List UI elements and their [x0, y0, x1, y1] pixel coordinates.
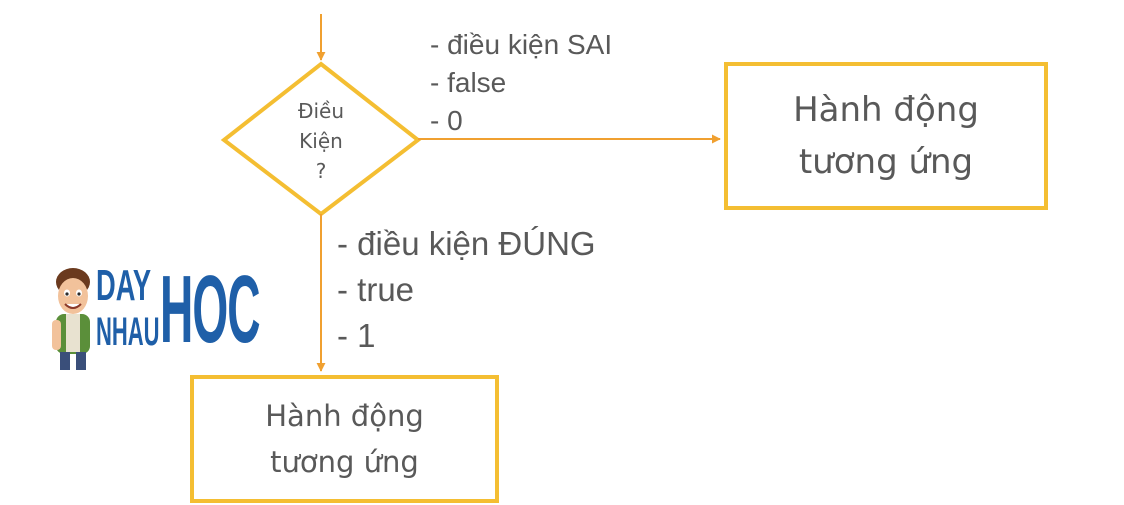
logo-word-day: DAY — [96, 261, 152, 310]
decision-line: Điều — [297, 99, 345, 123]
action-box-line: Hành động — [265, 399, 424, 433]
decision-line: ? — [315, 159, 327, 183]
false-branch-labels: - điều kiện SAI - false - 0 — [430, 26, 612, 140]
true-branch-labels: - điều kiện ĐÚNG - true - 1 — [337, 221, 596, 359]
action-box-false: Hành động tương ứng — [724, 62, 1048, 210]
decision-label: Điều Kiện ? — [260, 96, 382, 186]
true-branch-line: - 1 — [337, 317, 376, 354]
true-branch-line: - true — [337, 271, 415, 308]
dayhoc-logo: DAY NHAU HOC — [46, 262, 278, 370]
true-branch-line: - điều kiện ĐÚNG — [337, 225, 596, 262]
false-branch-line: - 0 — [430, 105, 463, 136]
false-branch-line: - false — [430, 67, 507, 98]
logo-word-hoc: HOC — [160, 256, 260, 363]
action-box-line: Hành động — [793, 90, 979, 130]
action-box-true: Hành động tương ứng — [190, 375, 499, 503]
mascot-icon — [52, 268, 90, 370]
logo-word-nhau: NHAU — [96, 310, 160, 354]
action-box-line: tương ứng — [798, 142, 974, 182]
decision-line: Kiện — [299, 129, 343, 153]
action-box-line: tương ứng — [270, 445, 419, 479]
false-branch-line: - điều kiện SAI — [430, 29, 613, 60]
